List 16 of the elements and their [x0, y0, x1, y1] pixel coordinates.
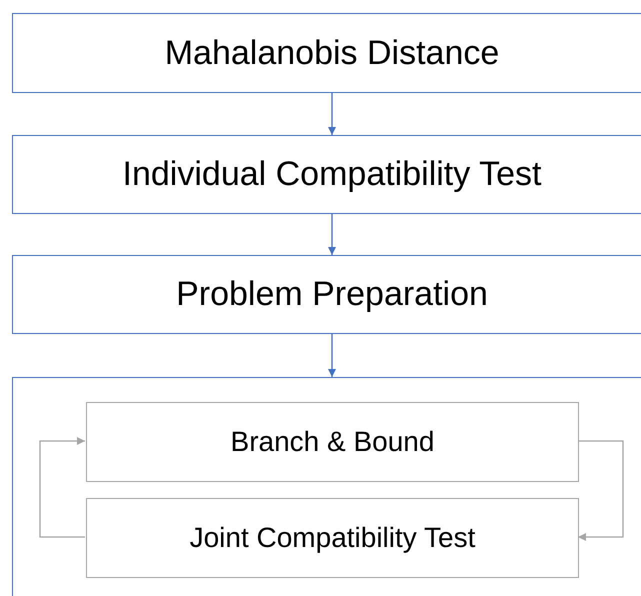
arrow — [328, 214, 336, 255]
process-box — [12, 13, 641, 93]
arrow — [328, 334, 336, 377]
process-box — [12, 255, 641, 334]
process-box — [86, 498, 579, 578]
box-label: Joint Compatibility Test — [190, 521, 476, 555]
arrow — [578, 440, 624, 541]
process-box — [86, 402, 579, 482]
process-box — [12, 377, 641, 596]
box-label: Branch & Bound — [230, 425, 434, 459]
box-label: Problem Preparation — [176, 274, 488, 315]
box-label: Individual Compatibility Test — [122, 154, 542, 195]
box-label: Mahalanobis Distance — [164, 32, 500, 74]
process-box — [12, 135, 641, 214]
arrow — [39, 437, 85, 538]
arrow — [328, 93, 336, 135]
